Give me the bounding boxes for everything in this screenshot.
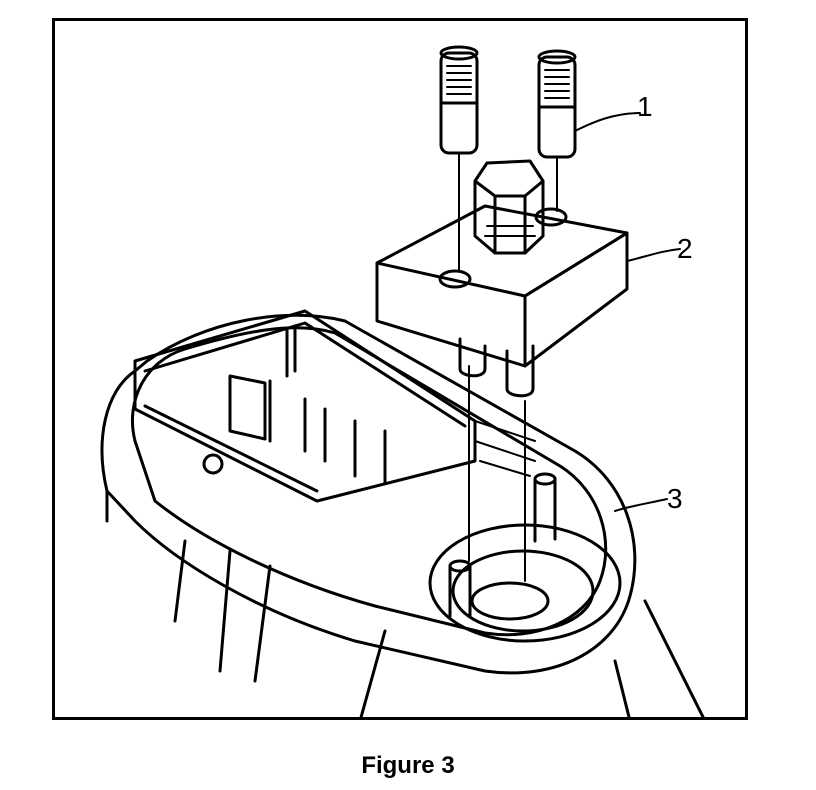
figure-caption: Figure 3 (361, 752, 455, 779)
figure-frame: 1 2 3 (52, 18, 748, 720)
callout-label-1: 1 (637, 91, 653, 122)
callout-label-3: 3 (667, 483, 683, 514)
exploded-view-illustration (100, 45, 705, 717)
housing-part-3 (100, 309, 705, 717)
callout-leaders (574, 112, 681, 512)
callout-label-2: 2 (677, 233, 693, 264)
pins-part-1 (439, 45, 577, 272)
tool-block-part-2 (375, 159, 629, 398)
